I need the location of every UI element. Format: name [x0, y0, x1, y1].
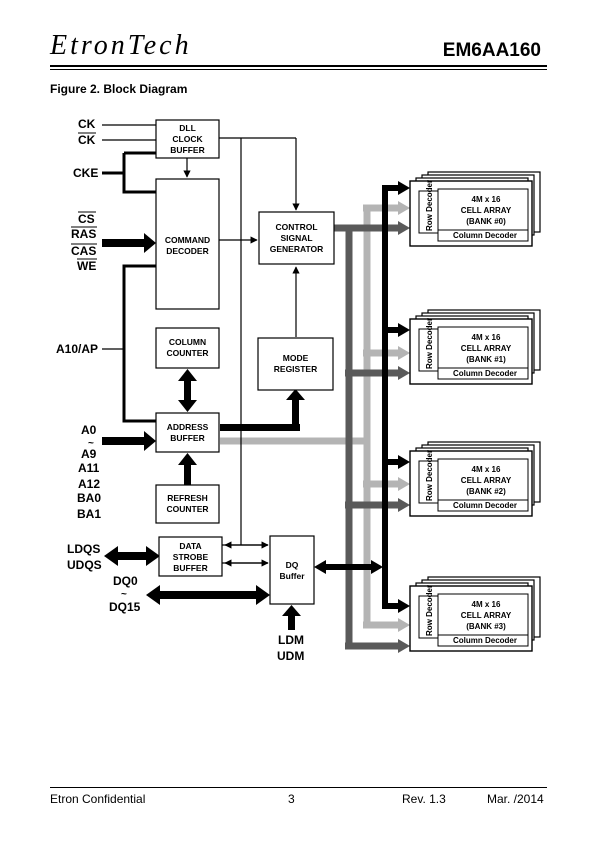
footer-revision: Rev. 1.3 — [402, 792, 446, 806]
block-label: REFRESH — [167, 493, 208, 503]
block-label: Buffer — [279, 571, 305, 581]
signal-udm: UDM — [277, 649, 304, 663]
block-label: DECODER — [166, 246, 209, 256]
signal-ck-bar: CK — [78, 133, 96, 147]
signal-ck: CK — [78, 117, 96, 131]
signal-cas: CAS — [71, 244, 96, 258]
column-counter — [155, 327, 220, 369]
dq-buffer — [269, 535, 315, 605]
refresh-counter — [155, 484, 220, 524]
bank-row-decoder: Row Decoder — [425, 318, 434, 369]
address-buffer — [155, 412, 220, 453]
signal-a12: A12 — [78, 477, 100, 491]
bank-3: Row Decoder 4M x 16 CELL ARRAY (BANK #3)… — [409, 576, 541, 652]
block-label: BUFFER — [170, 145, 204, 155]
bank-name: (BANK #3) — [466, 622, 506, 631]
bank-column-decoder: Column Decoder — [453, 636, 517, 645]
signal-cs: CS — [78, 212, 95, 226]
signal-ldm: LDM — [278, 633, 304, 647]
signal-tilde: ~ — [121, 589, 127, 600]
bank-row-decoder: Row Decoder — [425, 450, 434, 501]
block-label: MODE — [283, 353, 309, 363]
bank-row-decoder: Row Decoder — [425, 585, 434, 636]
block-label: COMMAND — [165, 235, 210, 245]
bank-array: CELL ARRAY — [461, 206, 512, 215]
data-strobe-buffer — [158, 536, 223, 577]
block-label: STROBE — [173, 552, 209, 562]
block-label: COLUMN — [169, 337, 206, 347]
bank-name: (BANK #2) — [466, 487, 506, 496]
bank-0: Row Decoder 4M x 16 CELL ARRAY (BANK #0)… — [409, 171, 541, 247]
block-label: DATA — [179, 541, 201, 551]
bank-size: 4M x 16 — [472, 195, 501, 204]
signal-udqs: UDQS — [67, 558, 102, 572]
block-label: DLL — [179, 123, 196, 133]
block-label: CLOCK — [172, 134, 203, 144]
bank-size: 4M x 16 — [472, 333, 501, 342]
command-decoder — [155, 178, 220, 310]
block-label: BUFFER — [173, 563, 207, 573]
bank-array: CELL ARRAY — [461, 476, 512, 485]
bank-row-decoder: Row Decoder — [425, 180, 434, 231]
signal-ba1: BA1 — [77, 507, 101, 521]
part-number: EM6AA160 — [442, 40, 541, 61]
block-label: COUNTER — [166, 348, 208, 358]
signal-a11: A11 — [78, 461, 100, 475]
footer-date: Mar. /2014 — [487, 792, 544, 806]
dll-clock-buffer — [155, 119, 220, 159]
footer-confidential: Etron Confidential — [50, 792, 146, 806]
bank-size: 4M x 16 — [472, 600, 501, 609]
signal-ras: RAS — [71, 227, 96, 241]
block-label: BUFFER — [170, 433, 204, 443]
bank-1: Row Decoder 4M x 16 CELL ARRAY (BANK #1)… — [409, 309, 541, 385]
signal-cke: CKE — [73, 166, 98, 180]
signal-a9: A9 — [81, 447, 97, 461]
bank-array: CELL ARRAY — [461, 611, 512, 620]
header-rule — [50, 65, 547, 67]
signal-ldqs: LDQS — [67, 542, 100, 556]
mode-register — [257, 337, 334, 391]
block-label: ADDRESS — [167, 422, 209, 432]
bank-column-decoder: Column Decoder — [453, 369, 517, 378]
footer-page-number: 3 — [288, 792, 295, 806]
block-label: CONTROL — [275, 222, 317, 232]
block-label: COUNTER — [166, 504, 208, 514]
header-rule-thin — [50, 69, 547, 70]
signal-dq15: DQ15 — [109, 600, 141, 614]
bank-2: Row Decoder 4M x 16 CELL ARRAY (BANK #2)… — [409, 441, 541, 517]
block-label: SIGNAL — [280, 233, 312, 243]
bank-column-decoder: Column Decoder — [453, 501, 517, 510]
block-label: REGISTER — [274, 364, 317, 374]
figure-caption: Figure 2. Block Diagram — [50, 82, 188, 96]
signal-a10ap: A10/AP — [56, 342, 98, 356]
signal-dq0: DQ0 — [113, 574, 138, 588]
bank-array: CELL ARRAY — [461, 344, 512, 353]
bank-name: (BANK #0) — [466, 217, 506, 226]
control-signal-generator — [258, 211, 335, 265]
signal-we: WE — [77, 259, 96, 273]
company-logo: EtronTech — [50, 30, 192, 61]
signal-tilde: ~ — [88, 438, 94, 449]
footer-rule — [50, 787, 547, 788]
bank-column-decoder: Column Decoder — [453, 231, 517, 240]
signal-a0: A0 — [81, 423, 97, 437]
bank-size: 4M x 16 — [472, 465, 501, 474]
block-label: DQ — [286, 560, 299, 570]
bank-name: (BANK #1) — [466, 355, 506, 364]
signal-ba0: BA0 — [77, 491, 101, 505]
block-label: GENERATOR — [270, 244, 324, 254]
